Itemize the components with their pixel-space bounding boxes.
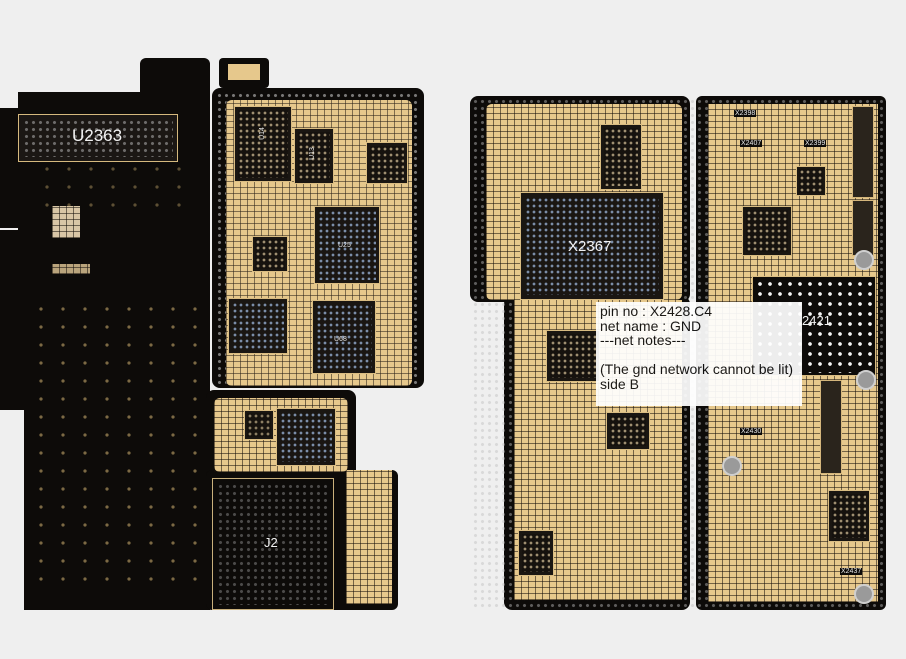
flex-connector[interactable] — [852, 106, 874, 198]
chip-u68[interactable] — [312, 300, 376, 374]
chip-bga-lower[interactable] — [276, 408, 336, 466]
mounting-hole[interactable] — [856, 370, 876, 390]
part-label-x2437: X2437 — [840, 568, 863, 575]
chip-bga-right-small[interactable] — [796, 166, 826, 196]
chip-bga-small[interactable] — [252, 236, 288, 272]
tooltip-net-note: (The gnd network cannot be lit) — [600, 361, 793, 378]
connector-label-j2: J2 — [264, 535, 278, 550]
chip-bga-lower-right[interactable] — [606, 412, 650, 450]
chip-label-u25: U25 — [338, 242, 351, 249]
tooltip-side: side B — [600, 375, 639, 392]
chip-bga-right-lower[interactable] — [828, 490, 870, 542]
tooltip-net-notes-header: ---net notes--- — [600, 332, 686, 349]
mounting-hole[interactable] — [722, 456, 742, 476]
chip-x2367[interactable] — [520, 192, 664, 300]
chip-bga-left[interactable] — [228, 298, 288, 354]
connector-pad[interactable] — [52, 264, 90, 274]
tooltip-blank-line — [600, 348, 798, 363]
part-label-x2398: X2398 — [734, 110, 757, 117]
chip-u2363[interactable] — [18, 114, 178, 162]
chip-label-x2421: 2421 — [802, 313, 831, 328]
connector-j2[interactable] — [212, 478, 334, 610]
tooltip-net-name: net name : GND — [600, 317, 702, 334]
scattered-components — [36, 160, 196, 220]
component-pad[interactable] — [52, 206, 80, 238]
chip-bga-mid[interactable] — [546, 330, 600, 382]
tooltip-pin-no: pin no : X2428.C4 — [600, 303, 713, 319]
chip-label-x2367: X2367 — [568, 238, 612, 255]
part-label-x2430: X2430 — [740, 428, 763, 435]
pin-info-tooltip: pin no : X2428.C4 net name : GND ---net … — [596, 302, 802, 406]
chip-u14[interactable] — [234, 106, 292, 182]
chip-bga-lower-left[interactable] — [244, 410, 274, 440]
part-label-x2407: X2407 — [740, 140, 763, 147]
chip-bga-right-top[interactable] — [742, 206, 792, 256]
chip-small[interactable] — [366, 142, 408, 184]
chip-bga-top[interactable] — [600, 124, 642, 190]
chip-u25[interactable] — [314, 206, 380, 284]
scattered-components — [30, 300, 200, 590]
mounting-hole[interactable] — [854, 250, 874, 270]
chip-bga-lower[interactable] — [518, 530, 554, 576]
flex-connector[interactable] — [852, 200, 874, 256]
chip-label-u2363: U2363 — [72, 126, 123, 145]
part-label-x2399: X2399 — [804, 140, 827, 147]
chip-label-u68: U68 — [334, 336, 347, 343]
chip-u13[interactable] — [294, 128, 334, 184]
mounting-hole[interactable] — [854, 584, 874, 604]
flex-connector[interactable] — [820, 380, 842, 474]
